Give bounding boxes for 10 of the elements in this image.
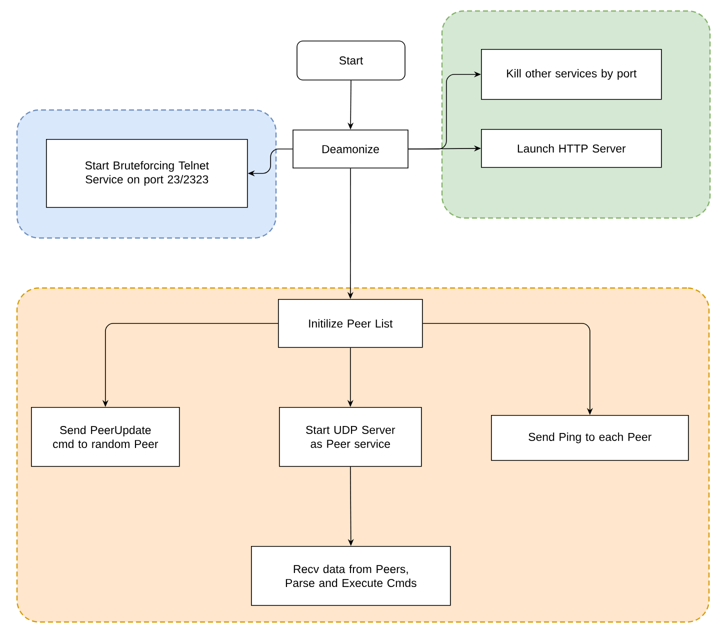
process-box: Kill other services by port — [481, 48, 662, 100]
process-box: Initilize Peer List — [278, 298, 423, 348]
process-box: Send Ping to each Peer — [491, 414, 689, 461]
process-box: Recv data from Peers, Parse and Execute Cmds — [251, 546, 451, 606]
process-box: Send PeerUpdate cmd to random Peer — [31, 406, 180, 467]
process-box: Start Bruteforcing Telnet Service on port 23/2323 — [46, 138, 248, 208]
start-box: Start — [296, 40, 406, 80]
process-box: Launch HTTP Server — [481, 128, 662, 168]
process-box: Deamonize — [292, 130, 408, 168]
process-box: Start UDP Server as Peer service — [279, 406, 422, 467]
